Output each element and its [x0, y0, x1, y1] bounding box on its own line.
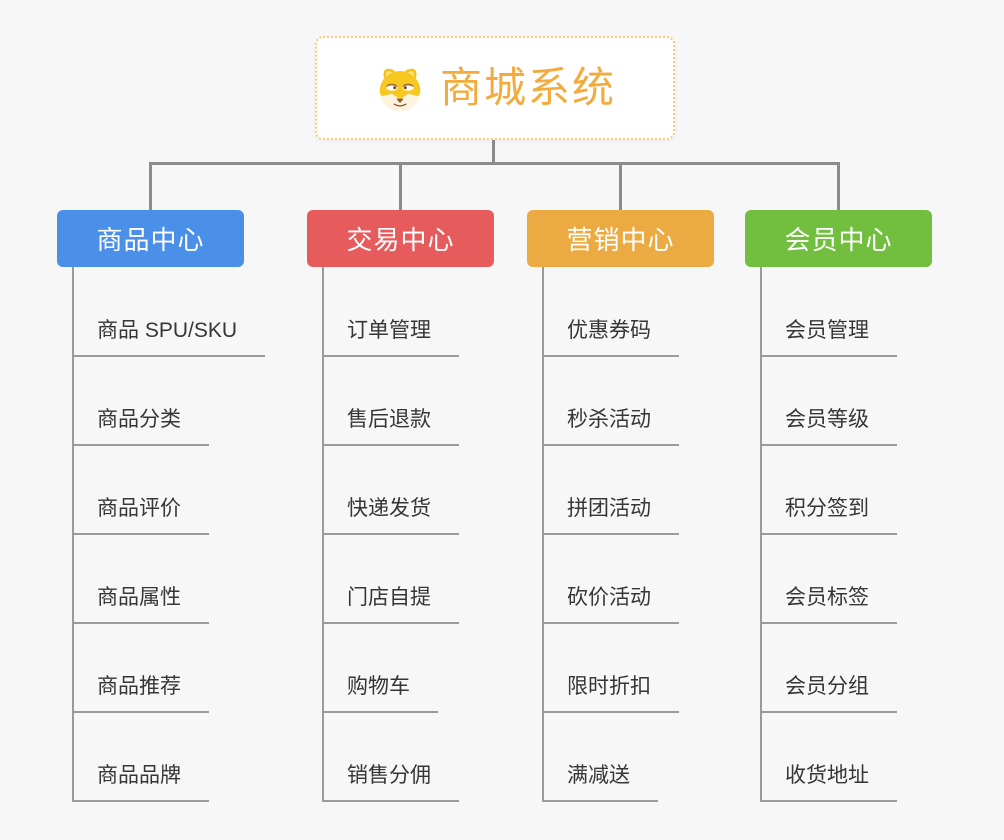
leaf-node[interactable]: 会员分组: [762, 670, 897, 713]
leaf-node[interactable]: 快递发货: [324, 492, 459, 535]
branch-node[interactable]: 会员中心: [745, 210, 932, 267]
connector-branch-drop: [619, 162, 622, 210]
leaf-node[interactable]: 秒杀活动: [544, 403, 679, 446]
leaf-node[interactable]: 售后退款: [324, 403, 459, 446]
root-node[interactable]: 商城系统: [315, 36, 675, 140]
root-title: 商城系统: [439, 64, 616, 111]
leaf-node[interactable]: 积分签到: [762, 492, 897, 535]
leaf-node[interactable]: 限时折扣: [544, 670, 679, 713]
leaf-node[interactable]: 拼团活动: [544, 492, 679, 535]
connector-root-stem: [492, 140, 495, 163]
branch-node-label: 会员中心: [784, 225, 893, 255]
branch-node-label: 营销中心: [566, 225, 675, 255]
branch-children-spine: 优惠券码秒杀活动拼团活动砍价活动限时折扣满减送: [542, 267, 784, 802]
leaf-node[interactable]: 商品 SPU/SKU: [74, 314, 266, 357]
leaf-node[interactable]: 收货地址: [762, 759, 897, 802]
leaf-node[interactable]: 商品分类: [74, 403, 209, 446]
leaf-node[interactable]: 砍价活动: [544, 581, 679, 624]
leaf-node[interactable]: 会员管理: [762, 314, 897, 357]
branch-node[interactable]: 交易中心: [307, 210, 494, 267]
leaf-node[interactable]: 满减送: [544, 759, 658, 802]
connector-branch-drop: [399, 162, 402, 210]
leaf-node[interactable]: 商品推荐: [74, 670, 209, 713]
leaf-node[interactable]: 会员标签: [762, 581, 897, 624]
leaf-node[interactable]: 商品评价: [74, 492, 209, 535]
leaf-node[interactable]: 商品品牌: [74, 759, 209, 802]
branch-node[interactable]: 营销中心: [527, 210, 714, 267]
leaf-node[interactable]: 门店自提: [324, 581, 459, 624]
connector-horizontal-bar: [150, 162, 838, 165]
doge-face-icon: [374, 62, 426, 114]
branch-children-spine: 会员管理会员等级积分签到会员标签会员分组收货地址: [760, 267, 1002, 802]
branch-node[interactable]: 商品中心: [57, 210, 244, 267]
branch-node-label: 交易中心: [346, 225, 455, 255]
leaf-node[interactable]: 商品属性: [74, 581, 209, 624]
branch-children-spine: 订单管理售后退款快递发货门店自提购物车销售分佣: [322, 267, 564, 802]
connector-branch-drop: [149, 162, 152, 210]
branch-children-spine: 商品 SPU/SKU 商品分类商品评价商品属性商品推荐商品品牌: [72, 267, 314, 802]
leaf-node[interactable]: 优惠券码: [544, 314, 679, 357]
leaf-node[interactable]: 销售分佣: [324, 759, 459, 802]
leaf-node[interactable]: 购物车: [324, 670, 438, 713]
leaf-node[interactable]: 订单管理: [324, 314, 459, 357]
connector-branch-drop: [837, 162, 840, 210]
leaf-node[interactable]: 会员等级: [762, 403, 897, 446]
branch-node-label: 商品中心: [96, 225, 205, 255]
